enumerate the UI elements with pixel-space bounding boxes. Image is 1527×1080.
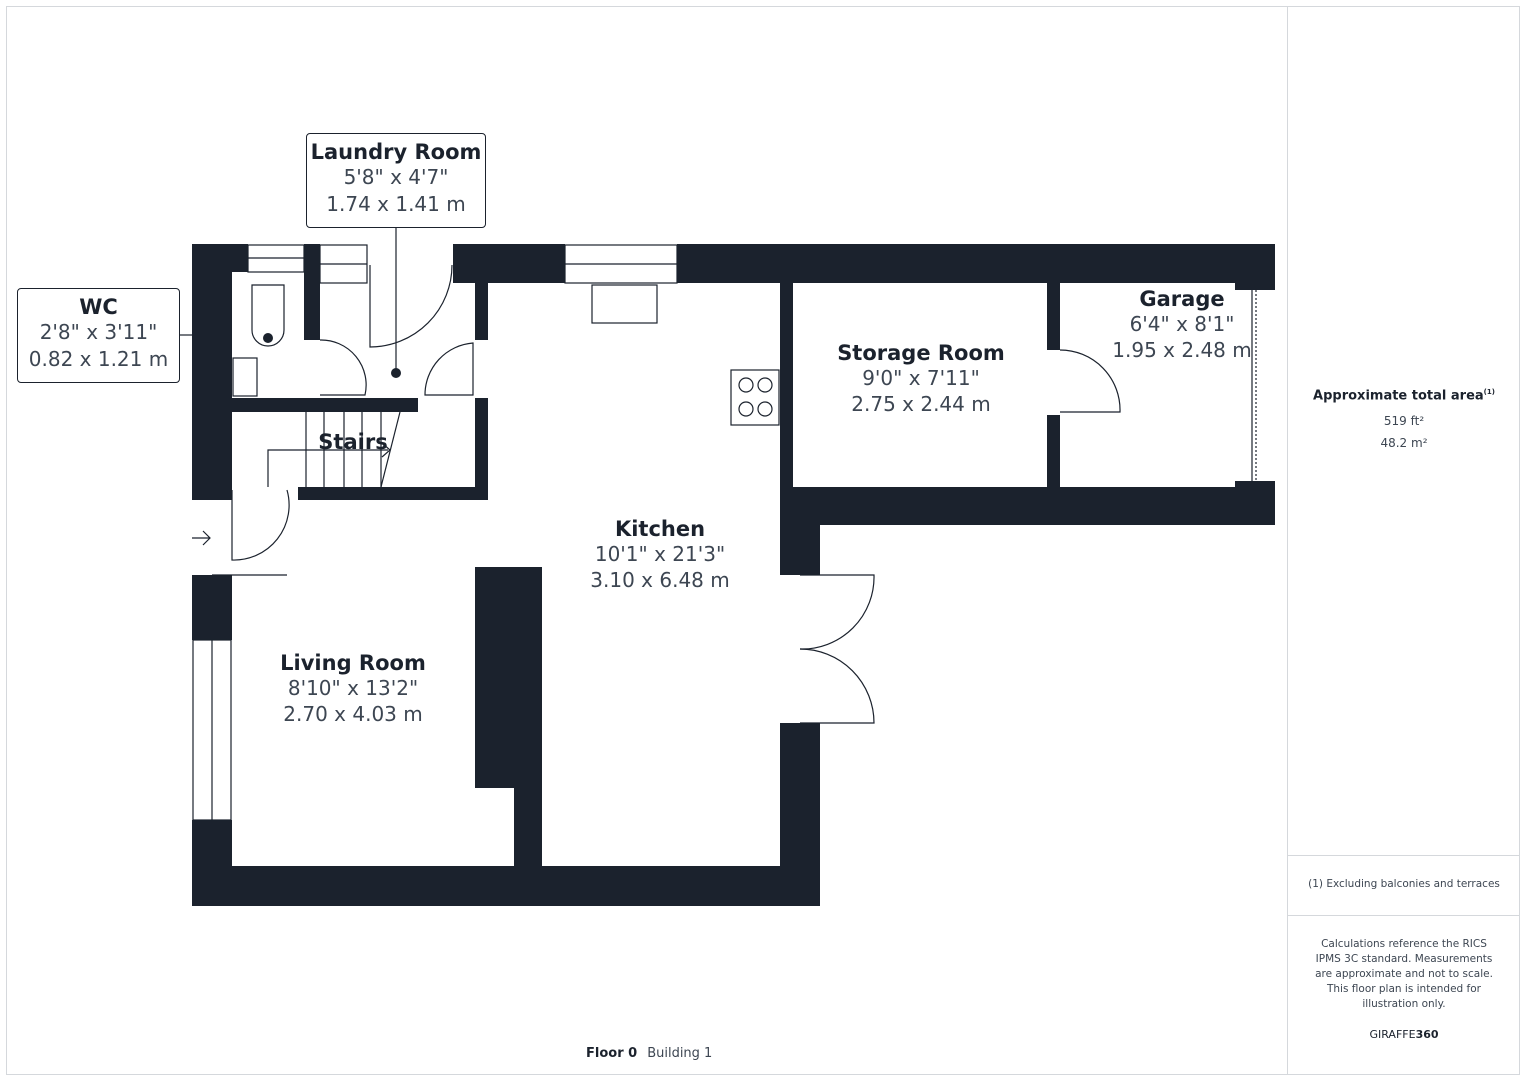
room-name: Living Room [280,651,426,675]
room-name: Storage Room [837,341,1005,365]
room-dim-metric: 2.70 x 4.03 m [283,702,423,726]
room-dim-imperial: 6'4" x 8'1" [1129,312,1235,336]
room-name: Laundry Room [310,140,482,164]
door-swing [231,489,290,561]
panel-divider-disclaimer [1287,915,1520,916]
wall [475,283,488,340]
door-swing [369,264,453,348]
brand-suffix: 360 [1415,1028,1439,1041]
storage-room-label: Storage Room 9'0" x 7'11" 2.75 x 2.44 m [837,341,1005,417]
brand-logo: GIRAFFE360 [1288,1028,1520,1041]
room-name: Kitchen [614,517,706,541]
wall [780,487,1275,525]
laundry-callout-dot [391,368,401,378]
wall [475,398,488,500]
wall [780,723,820,873]
wc-callout: WC 2'8" x 3'11" 0.82 x 1.21 m [17,288,180,383]
fixtures [180,228,1257,821]
wall [514,788,542,868]
room-name: Stairs [318,430,388,454]
entrance-arrow-icon [192,530,211,546]
area-ft: 519 ft² [1383,414,1425,428]
wall [677,244,1275,283]
footnote-marker: (1) [1483,388,1495,396]
room-dim-metric: 0.82 x 1.21 m [28,347,169,371]
door-swing [1059,349,1121,413]
room-dim-imperial: 2'8" x 3'11" [39,320,158,344]
room-dim-metric: 1.95 x 2.48 m [1112,338,1252,362]
building-label: Building 1 [647,1046,713,1061]
footnote: (1) Excluding balconies and terraces [1308,878,1500,890]
stair-treads [267,411,401,488]
wall [780,283,793,493]
laundry-room-callout: Laundry Room 5'8" x 4'7" 1.74 x 1.41 m [306,133,486,228]
kitchen-sink [591,284,658,324]
wall [304,244,320,340]
room-dim-imperial: 10'1" x 21'3" [594,542,726,566]
wall [298,487,488,500]
wall [192,866,820,906]
room-dim-imperial: 8'10" x 13'2" [287,676,419,700]
brand-prefix: GIRAFFE [1369,1028,1416,1041]
room-dim-imperial: 9'0" x 7'11" [862,366,980,390]
living-room-label: Living Room 8'10" x 13'2" 2.70 x 4.03 m [280,651,426,727]
wall [232,398,418,412]
floor-label: Floor 0 [586,1046,638,1061]
room-dim-metric: 3.10 x 6.48 m [590,568,730,592]
room-dim-metric: 2.75 x 2.44 m [851,392,991,416]
wall [1047,415,1060,487]
door-swing [424,342,474,396]
wall [1235,244,1275,290]
garage-label: Garage 6'4" x 8'1" 1.95 x 2.48 m [1112,287,1251,363]
wall [192,575,232,640]
room-dim-imperial: 5'8" x 4'7" [343,165,449,189]
panel-divider-footnote [1287,855,1520,856]
wall [192,244,232,500]
page-frame [6,6,1520,1075]
room-name: Garage [1139,287,1225,311]
door-swing [319,339,367,396]
panel-divider [1287,6,1288,1075]
floor-footer: Floor 0 Building 1 [586,1046,712,1061]
disclaimer: Calculations reference the RICS IPMS 3C … [1315,938,1493,1010]
kitchen-label: Kitchen 10'1" x 21'3" 3.10 x 6.48 m [590,517,729,593]
walls [192,244,1275,906]
area-title-text: Approximate total area [1313,388,1484,404]
wall [453,244,565,283]
hob [730,369,780,426]
area-m: 48.2 m² [1380,436,1428,450]
wall [475,567,542,788]
room-dim-metric: 1.74 x 1.41 m [326,192,466,216]
total-area-title: Approximate total area(1) [1288,388,1520,403]
wall [1047,283,1060,350]
stairs-label: Stairs [318,430,387,454]
wall [192,244,248,272]
sink [232,357,258,397]
toilet [251,284,285,347]
room-name: WC [79,295,118,319]
door-swing [799,574,875,650]
door-swing [799,648,875,724]
